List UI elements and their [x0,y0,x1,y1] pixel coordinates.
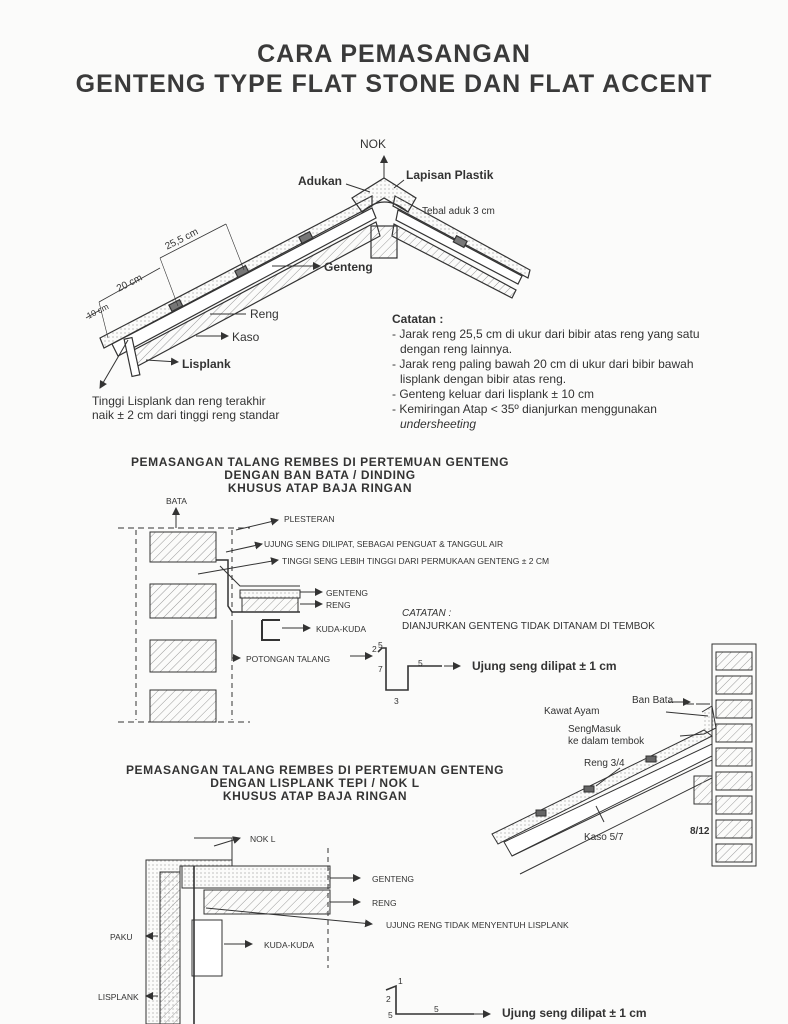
brick-wall-detail [118,507,461,723]
catatan2-heading: CATATAN : [402,608,452,619]
section2-title-line2: DENGAN BAN BATA / DINDING [224,468,416,482]
catatan-item-2: dengan reng lainnya. [400,342,513,356]
catatan-item-3: - Jarak reng paling bawah 20 cm di ukur … [392,357,694,371]
label-8-12: 8/12 [690,826,710,837]
page-title-line1: CARA PEMASANGAN [257,40,531,68]
roof-leader-lines [99,155,405,389]
section3-title-line3: KHUSUS ATAP BAJA RINGAN [222,789,408,803]
label-genteng-s2: GENTENG [326,588,369,598]
label-genteng-s3: GENTENG [372,874,415,884]
section3-title-line2: DENGAN LISPLANK TEPI / NOK L [210,776,420,790]
label-seng-masuk-2: ke dalam tembok [568,736,645,747]
label-lisplank: Lisplank [182,357,231,371]
label-genteng: Genteng [324,260,373,274]
profile-num-3: 3 [394,696,399,706]
profile-num-5b: 5 [418,658,423,668]
catatan2-text: DIANJURKAN GENTENG TIDAK DITANAM DI TEMB… [402,621,655,632]
label-adukan: Adukan [298,174,343,188]
label-seng-masuk-1: SengMasuk [568,724,621,735]
profile-num-7: 7 [378,664,383,674]
label-lisplank-s3: LISPLANK [98,992,139,1002]
label-tebal-aduk: Tebal aduk 3 cm [422,206,495,217]
label-kuda-kuda-s2: KUDA-KUDA [316,624,367,634]
label-reng-s2: RENG [326,600,351,610]
label-nok-l: NOK L [250,834,276,844]
page-title-line2: GENTENG TYPE FLAT STONE DAN FLAT ACCENT [75,70,713,98]
catatan-notes: Catatan : - Jarak reng 25,5 cm di ukur d… [392,312,728,432]
profile3-num-1: 1 [398,976,403,986]
label-ujung-dilipat-s2: Ujung seng dilipat ± 1 cm [472,659,617,673]
profile-num-2: 2 [372,644,377,654]
label-paku: PAKU [110,932,133,942]
section2-title-line1: PEMASANGAN TALANG REMBES DI PERTEMUAN GE… [130,455,510,469]
catatan-item-1: - Jarak reng 25,5 cm di ukur dari bibir … [392,327,700,341]
catatan-heading: Catatan : [392,312,444,326]
catatan-item-4: lisplank dengan bibir atas reng. [400,372,567,386]
profile3-num-5a: 5 [388,1010,393,1020]
label-kaso: Kaso [232,330,260,344]
label-ujung-dilipat-s3: Ujung seng dilipat ± 1 cm [502,1006,647,1020]
catatan-item-6: - Kemiringan Atap < 35º dianjurkan mengg… [392,402,657,416]
profile3-num-5b: 5 [434,1004,439,1014]
roof-note-line2: naik ± 2 cm dari tinggi reng standar [92,408,280,422]
roof-note-line1: Tinggi Lisplank dan reng terakhir [92,394,266,408]
ban-bata-detail [491,643,757,875]
catatan-item-5: - Genteng keluar dari lisplank ± 10 cm [392,387,595,401]
label-ujung-seng: UJUNG SENG DILIPAT, SEBAGAI PENGUAT & TA… [264,539,504,549]
label-tinggi-seng: TINGGI SENG LEBIH TINGGI DARI PERMUKAAN … [282,556,550,566]
label-nok: NOK [360,137,387,151]
catatan-item-7: undersheeting [400,417,477,431]
section3-title-line1: PEMASANGAN TALANG REMBES DI PERTEMUAN GE… [125,763,505,777]
label-bata: BATA [166,496,187,506]
label-ujung-reng: UJUNG RENG TIDAK MENYENTUH LISPLANK [386,920,569,930]
roof-cross-section [85,177,531,378]
label-kaso-5-7: Kaso 5/7 [584,832,624,843]
section2-title-line3: KHUSUS ATAP BAJA RINGAN [227,481,413,495]
profile-num-5a: 5 [378,640,383,650]
label-reng-s3: RENG [372,898,397,908]
lisplank-detail [145,836,491,1024]
label-kuda-kuda-s3: KUDA-KUDA [264,940,315,950]
label-kawat-ayam: Kawat Ayam [544,706,600,717]
label-lapisan-plastik: Lapisan Plastik [406,168,494,182]
label-potongan-talang: POTONGAN TALANG [246,654,331,664]
label-reng: Reng [250,307,279,321]
label-reng-3-4: Reng 3/4 [584,758,625,769]
profile3-num-2: 2 [386,994,391,1004]
label-ban-bata: Ban Bata [632,695,674,706]
label-plesteran: PLESTERAN [284,514,335,524]
